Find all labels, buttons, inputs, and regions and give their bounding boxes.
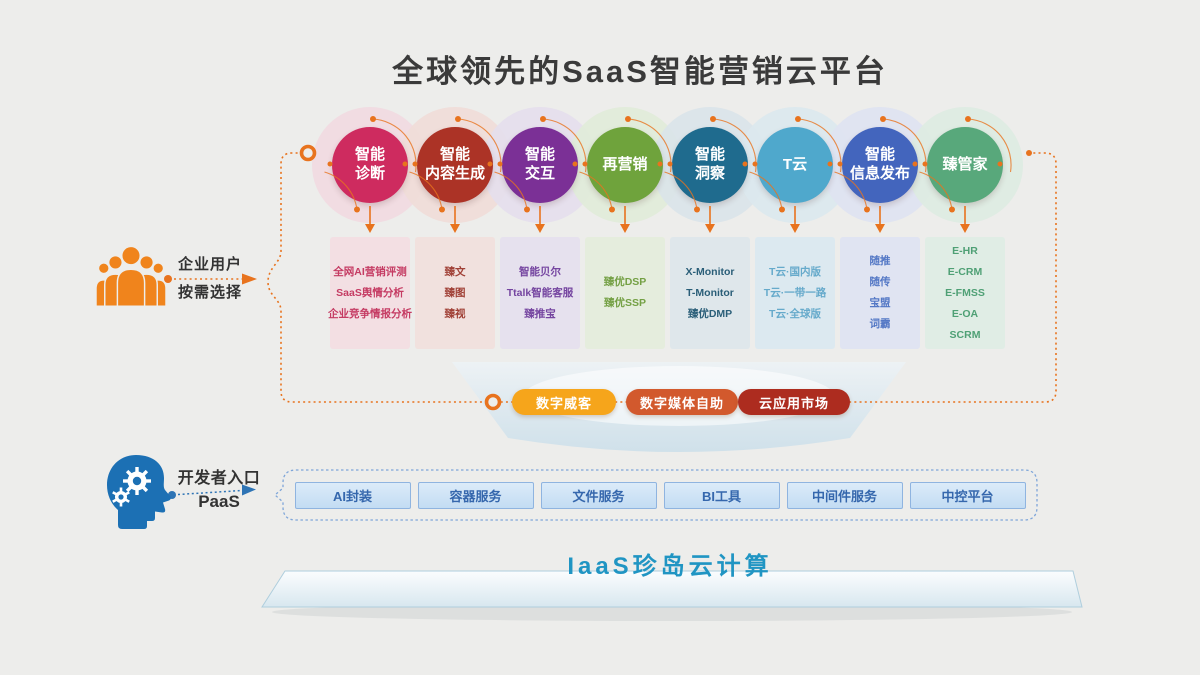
product-circle-label: 诊断 [354, 165, 385, 182]
product-box-智能交互: 智能贝尔 Ttalk智能客服臻推宝 [500, 237, 580, 349]
paas-service-容器服务[interactable]: 容器服务 [417, 481, 534, 509]
enterprise-users-label: 企业用户 按需选择 [178, 251, 242, 307]
middle-button-数字威客[interactable]: 数字威客 [512, 389, 616, 415]
product-box-T云: T云·国内版 T云·一带一路 T云·全球版 [755, 237, 835, 349]
product-item: SCRM [949, 328, 981, 341]
product-item: 臻图 [444, 286, 466, 299]
product-circle-智能诊断: 智能诊断 [332, 127, 408, 203]
product-item: 企业竞争情报分析 [328, 307, 412, 320]
product-item: 全网AI营销评测 [333, 265, 407, 278]
enterprise-label-line2: 按需选择 [178, 284, 243, 301]
product-item: 词霸 [869, 318, 891, 330]
product-box-再营销: 臻优DSP 臻优SSP [585, 237, 665, 349]
product-circle-label: T云 [782, 155, 808, 173]
paas-service-AI封装[interactable]: AI封装 [294, 481, 411, 509]
product-item: T云·一带一路 [763, 286, 827, 299]
product-circle-T云: T云 [757, 127, 833, 203]
product-circle-label: 信息发布 [849, 165, 910, 182]
person-large-center-icon [116, 245, 146, 307]
product-item: 臻视 [444, 307, 466, 320]
product-circle-label: 智能 [694, 146, 725, 164]
product-circle-label: 再营销 [602, 155, 648, 173]
product-item: 臻文 [444, 265, 466, 278]
product-item: T-Monitor [686, 286, 734, 299]
product-item: 臻优DMP [687, 307, 733, 320]
product-circle-label: 洞察 [694, 165, 725, 182]
product-item: 臻推宝 [524, 307, 556, 320]
product-item: E-HR [952, 244, 978, 257]
developer-label-line2: PaaS [198, 492, 240, 511]
paas-service-BI工具[interactable]: BI工具 [663, 481, 780, 509]
developer-entry-label: 开发者入口 PaaS [176, 468, 262, 514]
gear-small-icon [112, 487, 130, 507]
paas-service-中间件服务[interactable]: 中间件服务 [786, 481, 903, 509]
product-circle-label: 内容生成 [424, 165, 485, 182]
product-circle-智能交互: 智能交互 [502, 127, 578, 203]
iaas-title: IaaS珍岛云计算 [567, 553, 773, 580]
product-circle-臻管家: 臻管家 [927, 127, 1003, 203]
middle-button-云应用市场[interactable]: 云应用市场 [738, 389, 850, 415]
product-item: 宝盟 [869, 297, 891, 309]
product-circle-再营销: 再营销 [587, 127, 663, 203]
product-circle-智能内容生成: 智能内容生成 [417, 127, 493, 203]
product-item: 随传 [869, 276, 891, 288]
product-item: T云·国内版 [769, 265, 821, 278]
product-circle-label: 智能 [354, 146, 385, 164]
product-circle-智能洞察: 智能洞察 [672, 127, 748, 203]
page-title: 全球领先的SaaS智能营销云平台 [392, 54, 888, 89]
product-circle-label: 智能 [524, 146, 555, 164]
product-item: E-FMSS [945, 286, 985, 299]
product-item: 随推 [869, 255, 891, 267]
product-circle-智能信息发布: 智能信息发布 [842, 127, 918, 203]
enterprise-users-icon [96, 245, 166, 307]
product-box-臻管家: E-HR E-CRM E-FMSS E-OA SCRM [925, 237, 1005, 349]
product-item: E-OA [951, 307, 979, 320]
product-item: 臻优SSP [603, 297, 646, 309]
middle-button-数字媒体自助[interactable]: 数字媒体自助 [626, 389, 738, 415]
developer-head-icon [107, 455, 171, 529]
product-circle-label: 交互 [524, 165, 555, 182]
gear-icon [123, 467, 151, 495]
product-item: 臻优DSP [603, 276, 647, 288]
paas-service-中控平台[interactable]: 中控平台 [909, 481, 1026, 509]
product-circle-label: 智能 [864, 146, 895, 164]
product-item: E-CRM [947, 265, 983, 278]
product-item: X-Monitor [685, 265, 735, 278]
route-ring-bottom [484, 393, 502, 411]
product-item: 智能贝尔 [519, 265, 561, 278]
product-circle-label: 臻管家 [942, 155, 988, 173]
paas-service-文件服务[interactable]: 文件服务 [540, 481, 657, 509]
product-box-智能内容生成: 臻文臻图臻视 [415, 237, 495, 349]
product-item: SaaS舆情分析 [336, 286, 404, 299]
developer-label-line1: 开发者入口 [177, 470, 261, 487]
enterprise-label-line1: 企业用户 [178, 256, 243, 273]
product-box-智能信息发布: 随推随传宝盟词霸 [840, 237, 920, 349]
product-box-智能诊断: 全网AI营销评测 SaaS舆情分析企业竞争情报分析 [328, 237, 412, 349]
product-item: T云·全球版 [769, 307, 821, 320]
product-circle-label: 智能 [439, 146, 470, 164]
product-item: Ttalk智能客服 [506, 286, 574, 299]
